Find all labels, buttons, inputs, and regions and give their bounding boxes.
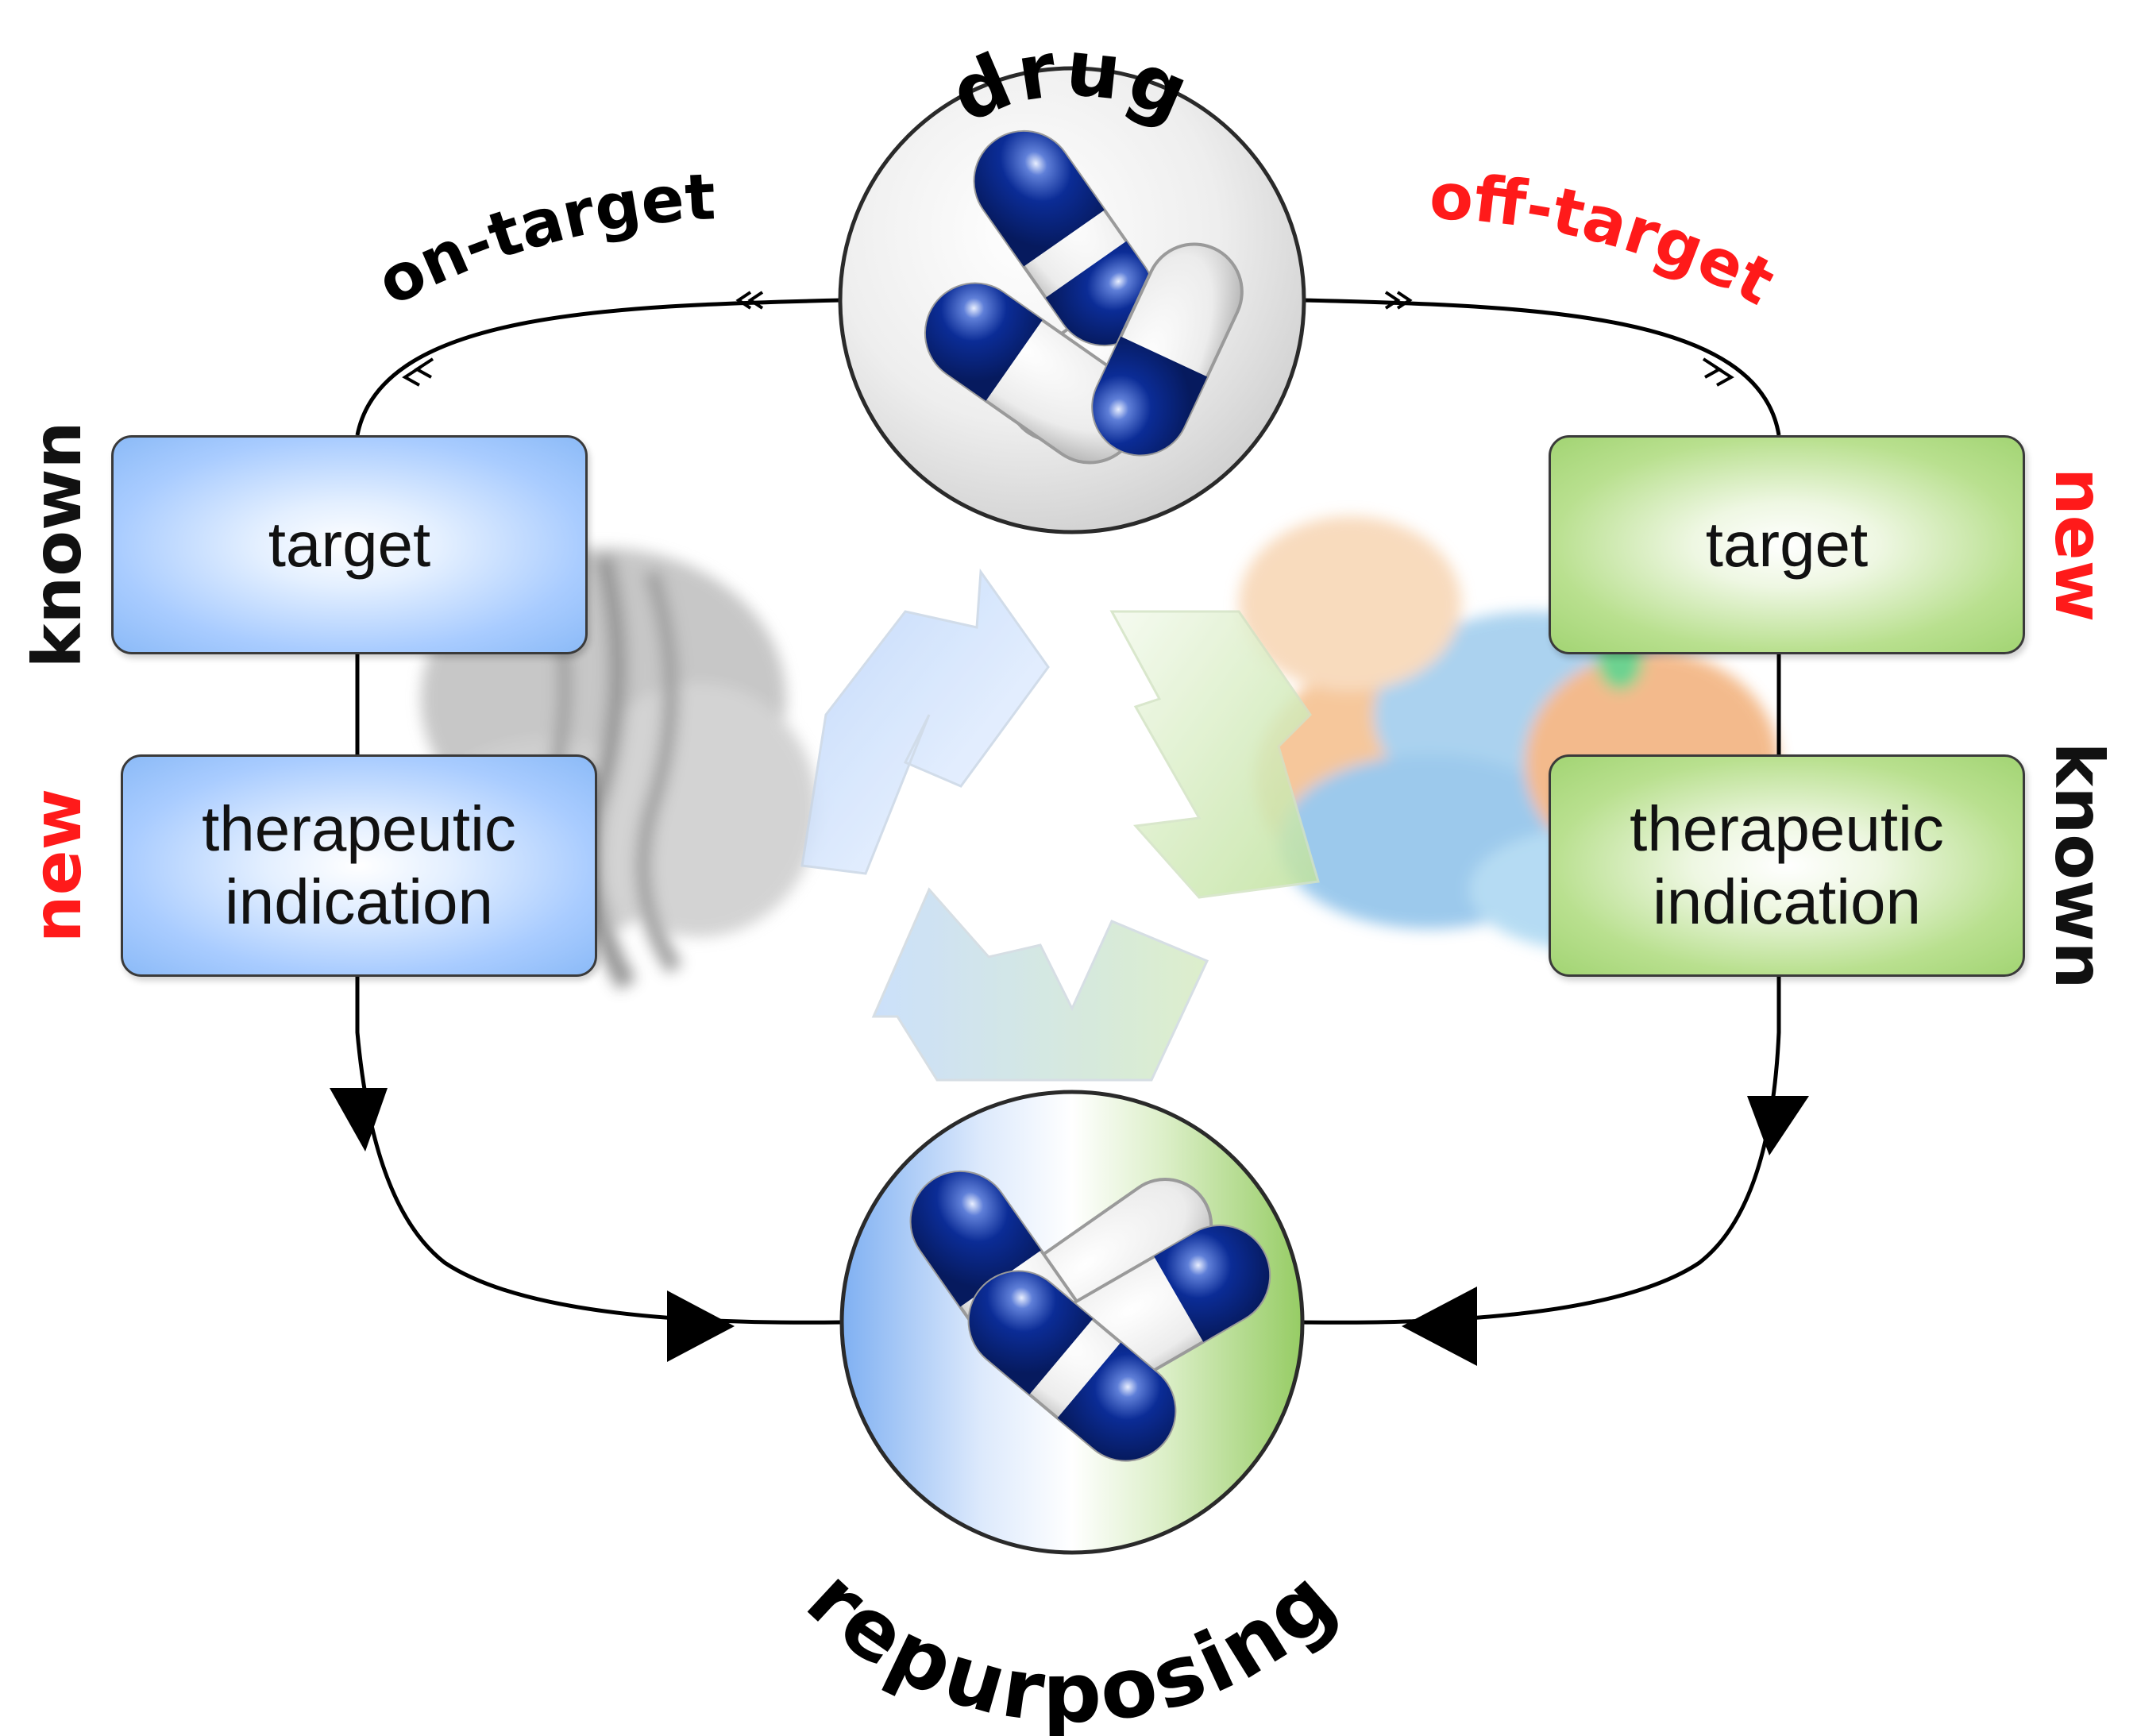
- repurposing-node: [839, 1090, 1305, 1555]
- right-indication-box: therapeutic indication: [1549, 754, 2025, 977]
- left-target-box-label: target: [268, 509, 431, 580]
- left-target-status-label: known: [18, 422, 96, 669]
- right-target-box-label: target: [1705, 509, 1869, 580]
- left-indication-box: therapeutic indication: [121, 754, 597, 977]
- off-target-connector: [1302, 298, 1781, 436]
- arrowhead-icon: [330, 1088, 1809, 1366]
- recycle-arrows-icon: [800, 568, 1320, 1082]
- off-target-label: off-target: [1428, 160, 1786, 320]
- right-indication-status-label: known: [2040, 743, 2118, 990]
- drug-node: [838, 66, 1306, 534]
- capsule-cluster-icon: [924, 129, 1244, 465]
- capsule-cluster-icon: [909, 1170, 1271, 1462]
- left-to-repurposing-connector: [355, 977, 843, 1325]
- right-target-status-label: new: [2040, 468, 2118, 622]
- arrow-chevron-icon: [402, 291, 1734, 387]
- on-target-label: on-target: [365, 160, 717, 320]
- right-target-box: target: [1549, 435, 2025, 654]
- right-to-repurposing-connector: [1302, 977, 1781, 1325]
- repurposing-label: repurposing: [789, 1549, 1356, 1736]
- on-target-connector: [355, 298, 843, 436]
- left-target-box: target: [111, 435, 588, 654]
- left-indication-status-label: new: [18, 789, 96, 943]
- left-indication-box-label: therapeutic indication: [202, 793, 516, 937]
- right-indication-box-label: therapeutic indication: [1630, 793, 1944, 937]
